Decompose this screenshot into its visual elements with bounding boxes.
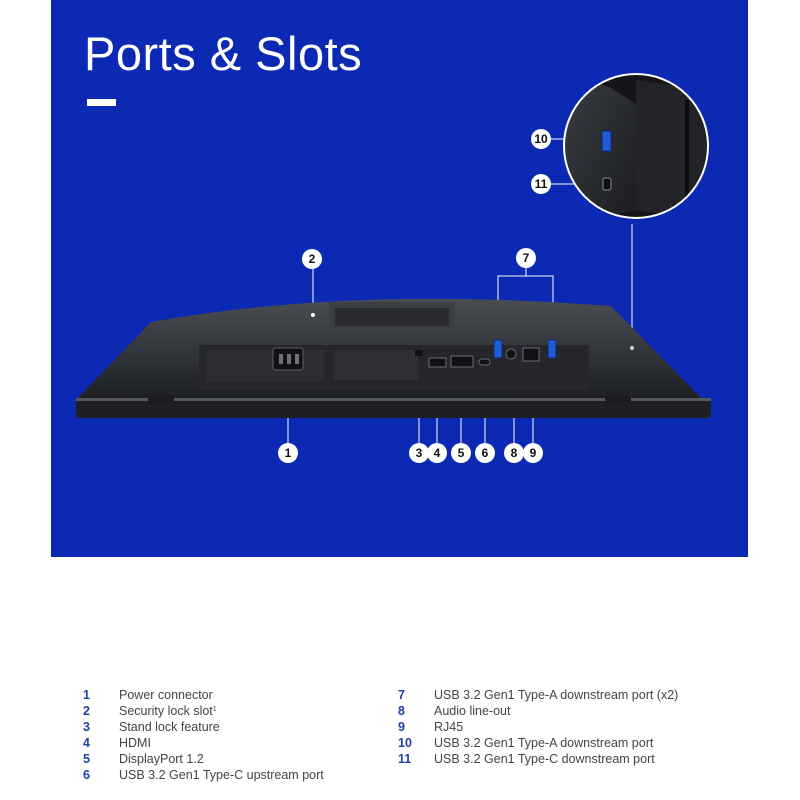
legend-number: 4: [83, 736, 90, 750]
legend-label: USB 3.2 Gen1 Type-A downstream port: [434, 736, 654, 750]
callout-5: 5: [451, 443, 471, 463]
callout-7: 7: [516, 248, 536, 268]
callout-6: 6: [475, 443, 495, 463]
legend-item: 11 USB 3.2 Gen1 Type-C downstream port: [398, 751, 678, 767]
legend-number: 8: [398, 704, 405, 718]
legend-label: Audio line-out: [434, 704, 511, 718]
callout-4: 4: [427, 443, 447, 463]
legend-item: 4 HDMI: [83, 735, 324, 751]
legend-number: 6: [83, 768, 90, 782]
legend-item: 8 Audio line-out: [398, 703, 678, 719]
legend-label: USB 3.2 Gen1 Type-A downstream port (x2): [434, 688, 679, 702]
legend-item: 5 DisplayPort 1.2: [83, 751, 324, 767]
ports-panel: Ports & Slots: [51, 0, 748, 557]
legend-number: 9: [398, 720, 405, 734]
legend-item: 3 Stand lock feature: [83, 719, 324, 735]
callout-3: 3: [409, 443, 429, 463]
monitor-body: [76, 298, 711, 418]
callout-10: 10: [531, 129, 551, 149]
legend-label: HDMI: [119, 736, 151, 750]
legend-number: 3: [83, 720, 90, 734]
monitor-rear-illustration: [76, 73, 711, 443]
legend-label: RJ45: [434, 720, 464, 734]
callout-2: 2: [302, 249, 322, 269]
legend-item: 9 RJ45: [398, 719, 678, 735]
title-accent-bar: [87, 99, 116, 106]
legend-item: 1 Power connector: [83, 687, 324, 703]
callout-1: 1: [278, 443, 298, 463]
legend-label: USB 3.2 Gen1 Type-C downstream port: [434, 752, 655, 766]
legend-label: DisplayPort 1.2: [119, 752, 204, 766]
legend-label: USB 3.2 Gen1 Type-C upstream port: [119, 768, 324, 782]
legend-label: Security lock slot1: [119, 703, 217, 719]
legend-right-column: 7 USB 3.2 Gen1 Type-A downstream port (x2…: [398, 687, 678, 767]
legend-item: 7 USB 3.2 Gen1 Type-A downstream port (x2…: [398, 687, 678, 703]
legend-number: 11: [398, 752, 412, 766]
legend-label-text: Security lock slot: [119, 704, 213, 718]
legend-label: Stand lock feature: [119, 720, 220, 734]
legend-item: 10 USB 3.2 Gen1 Type-A downstream port: [398, 735, 678, 751]
legend-number: 2: [83, 704, 90, 718]
legend-number: 7: [398, 688, 405, 702]
legend-item: 6 USB 3.2 Gen1 Type-C upstream port: [83, 767, 324, 783]
legend-number: 5: [83, 752, 90, 766]
legend-number: 1: [83, 688, 90, 702]
callout-9: 9: [523, 443, 543, 463]
callout-11: 11: [531, 174, 551, 194]
zoom-detail: [563, 73, 709, 219]
footnote-marker: 1: [212, 706, 217, 713]
legend-number: 10: [398, 736, 412, 750]
legend-item: 2 Security lock slot1: [83, 703, 324, 719]
page-title: Ports & Slots: [84, 27, 363, 80]
callout-8: 8: [504, 443, 524, 463]
legend-label: Power connector: [119, 688, 213, 702]
